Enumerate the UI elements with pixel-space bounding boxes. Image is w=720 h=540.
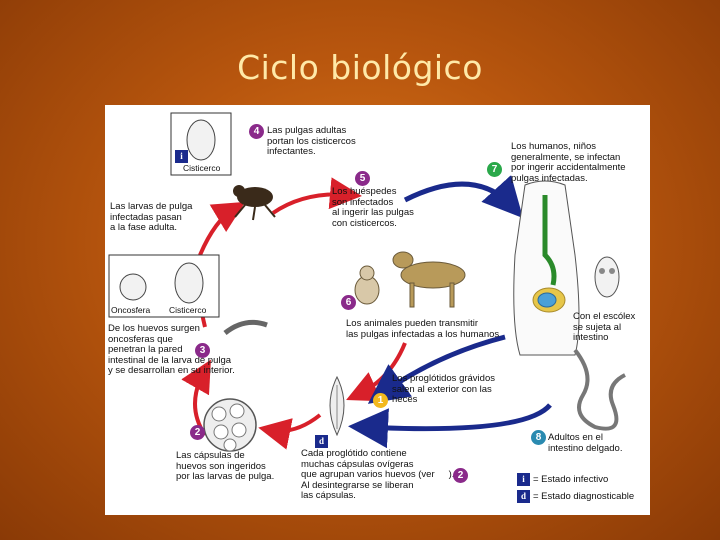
scolex-text: Con el escólex se sujeta al intestino <box>573 311 636 343</box>
step-8-badge: 8 <box>531 430 546 445</box>
step-4-text: Las pulgas adultas portan los cisticerco… <box>267 125 356 157</box>
arrow-larva-to-flea <box>198 201 246 256</box>
egg-capsule <box>203 398 257 452</box>
oncosphere-cysticercus-inset <box>108 254 220 318</box>
flea-larva <box>223 319 268 335</box>
step-2-ref-badge: 2 <box>453 468 468 483</box>
arrow-host-to-human <box>403 175 524 219</box>
legend-diagnostic-label: = Estado diagnosticable <box>533 491 635 502</box>
step-5-badge: 5 <box>355 171 370 186</box>
gravid-proglottid <box>329 375 345 437</box>
step-8-text: Adultos en el intestino delgado. <box>548 432 623 454</box>
step-2-text: Las cápsulas de huevos son ingeridos por… <box>176 450 275 482</box>
step-2-badge: 2 <box>190 425 205 440</box>
arrow-flea-to-host <box>271 177 362 215</box>
step-4-badge: 4 <box>249 124 264 139</box>
infective-mark-top: i <box>175 150 188 163</box>
step-6-badge: 6 <box>341 295 356 310</box>
step-3-text: De los huevos surgen oncosferas que pene… <box>108 323 235 376</box>
arrow-human-to-proglottid-bottom <box>348 403 552 449</box>
legend-diagnostic-icon: d <box>517 490 530 503</box>
arrow-human-to-proglottid-top <box>367 334 506 404</box>
legend-infective-icon: i <box>517 473 530 486</box>
step-1-text: Los proglótidos grávidos salen al exteri… <box>392 373 495 405</box>
step-3-badge: 3 <box>195 343 210 358</box>
diagram-artwork <box>108 112 626 452</box>
adult-tapeworm <box>573 348 626 431</box>
step-7-badge: 7 <box>487 162 502 177</box>
life-cycle-diagram: Las pulgas adultas portan los cisticerco… <box>105 105 650 515</box>
scolex <box>594 256 620 298</box>
arrow-proglottid-to-capsule <box>258 413 322 450</box>
step-1-badge: 1 <box>373 393 388 408</box>
step-7-text: Los humanos, niños generalmente, se infe… <box>511 141 626 184</box>
diagnostic-mark-proglottid: d <box>315 435 328 448</box>
oncosphere-caption: Oncosfera <box>111 305 151 315</box>
slide-title: Ciclo biológico <box>237 48 483 87</box>
dog-and-cat <box>354 251 466 308</box>
legend-infective-label: = Estado infectivo <box>533 474 609 485</box>
larvae-adult-text: Las larvas de pulga infectadas pasan a l… <box>110 201 193 233</box>
cysticercus-caption-top: Cisticerco <box>183 163 221 173</box>
cysticercus-inset-top <box>170 112 232 176</box>
adult-flea <box>233 185 276 221</box>
step-5-text: Los huéspedes son infectados al ingerir … <box>332 186 414 229</box>
step-6-text: Los animales pueden transmitir las pulga… <box>346 318 500 340</box>
cysticercus-caption-mid: Cisticerco <box>169 305 207 315</box>
proglottid-text: Cada proglótido contiene muchas cápsulas… <box>301 448 455 501</box>
human-torso <box>513 180 580 356</box>
